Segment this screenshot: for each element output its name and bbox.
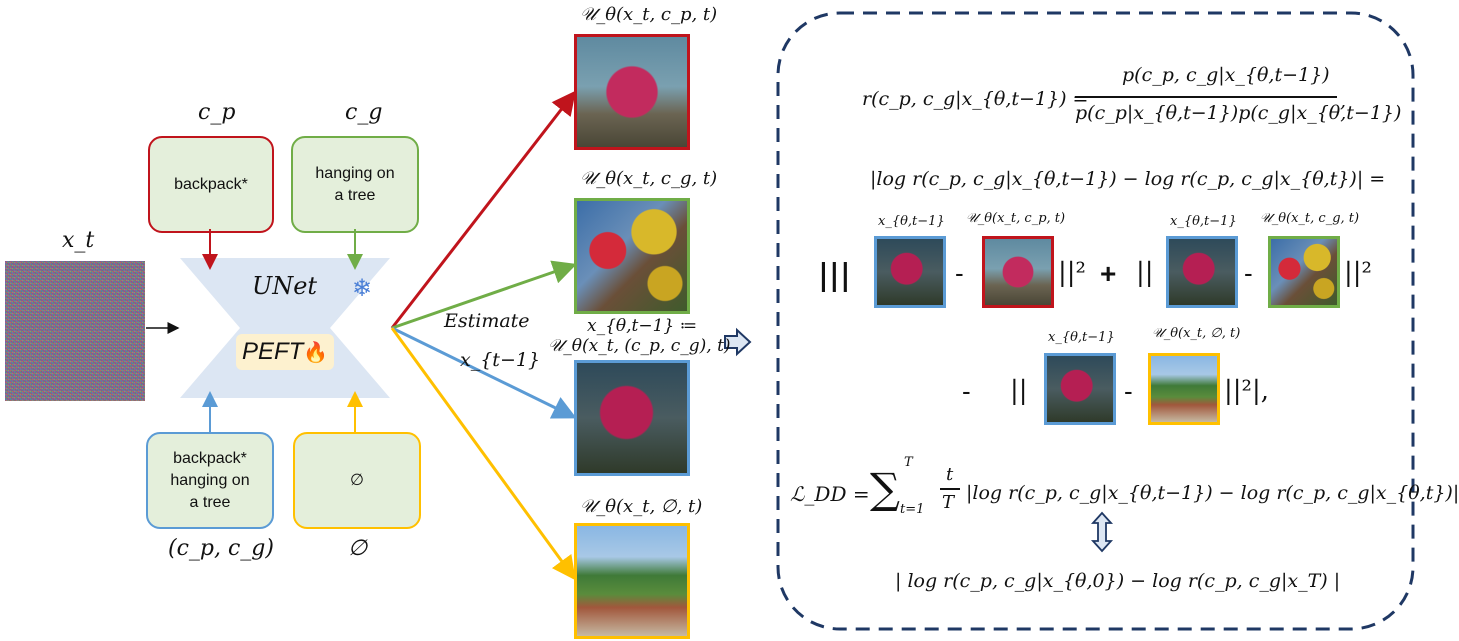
ratio-bar	[1075, 96, 1337, 98]
unet-title: UNet	[252, 272, 318, 300]
up-thumb	[982, 236, 1054, 308]
estimate-label: Estimate	[444, 310, 530, 332]
combined-output-image	[574, 360, 690, 476]
loss-frac-bar	[940, 488, 960, 490]
norm-close-1: ||²	[1058, 258, 1086, 288]
snowflake-icon: ❄	[352, 274, 373, 302]
backpack-output-image	[574, 34, 690, 150]
cond-p-label: c_p	[198, 100, 236, 125]
xtheta-thumb-2	[1166, 236, 1238, 308]
tree-box: hanging on a tree	[291, 136, 419, 233]
diff-line: |log r(c_p, c_g|x_{θ,t−1}) − log r(c_p, …	[870, 168, 1386, 190]
plus: +	[1100, 258, 1117, 289]
x-theta-expr: 𝒰_θ(x_t, (c_p, c_g), t)	[548, 336, 731, 356]
minus-1: -	[955, 258, 964, 288]
final-expression: | log r(c_p, c_g|x_{θ,0}) − log r(c_p, c…	[895, 570, 1341, 592]
minus-2: -	[1244, 258, 1253, 288]
norm-close-3: ||²|,	[1224, 376, 1269, 406]
x-theta-def: x_{θ,t−1} ≔	[587, 316, 698, 336]
loss-frac-den: T	[942, 492, 955, 513]
cond-null-label: ∅	[348, 536, 368, 561]
null-output-image	[574, 523, 690, 639]
cond-g-label: c_g	[345, 100, 383, 125]
norm-close-2: ||²	[1344, 258, 1372, 288]
loss-sum-top: T	[904, 455, 913, 470]
xtheta-label-1: x_{θ,t−1}	[878, 214, 945, 229]
loss-lhs: ℒ_DD =	[790, 482, 870, 506]
norm-open-2: ||	[1136, 258, 1154, 288]
ornament-output-image	[574, 198, 690, 314]
null-box: ∅	[293, 432, 421, 529]
combined-box: backpack* hanging on a tree	[146, 432, 274, 529]
norm-open-3: ||	[1010, 376, 1028, 406]
cond-pg-label: (c_p, c_g)	[168, 536, 274, 561]
equivalence-arrow	[1090, 511, 1114, 553]
minus-3: -	[962, 376, 971, 406]
estimate-var: x_{t−1}	[460, 349, 541, 371]
ug-thumb	[1268, 236, 1340, 308]
equation-panel	[776, 11, 1415, 631]
ratio-comma: ,	[1340, 90, 1347, 112]
unull-label: 𝒰_θ(x_t, ∅, t)	[580, 496, 703, 517]
up-label: 𝒰_θ(x_t, c_p, t)	[580, 4, 718, 25]
peft-badge: PEFT🔥	[236, 334, 335, 370]
noise-label: x_t	[62, 228, 95, 253]
ug-label-eq: 𝒰_θ(x_t, c_g, t)	[1260, 211, 1360, 226]
xtheta-label-3: x_{θ,t−1}	[1048, 330, 1115, 345]
diagram-lines	[146, 11, 1415, 631]
ratio-numerator: p(c_p, c_g|x_{θ,t−1})	[1122, 64, 1330, 86]
ug-label: 𝒰_θ(x_t, c_g, t)	[580, 168, 718, 189]
xtheta-label-2: x_{θ,t−1}	[1170, 214, 1237, 229]
up-label-eq: 𝒰_θ(x_t, c_p, t)	[966, 211, 1066, 226]
noise-image	[5, 261, 145, 401]
xtheta-thumb-3	[1044, 353, 1116, 425]
ratio-denominator: p(c_p|x_{θ,t−1})p(c_g|x_{θ,t−1})	[1075, 102, 1402, 124]
loss-frac-num: t	[946, 464, 954, 485]
xtheta-thumb-1	[874, 236, 946, 308]
norm-open-1: |||	[818, 258, 851, 293]
ratio-lhs: r(c_p, c_g|x_{θ,t−1}) =	[862, 88, 1089, 110]
unull-label-eq: 𝒰_θ(x_t, ∅, t)	[1152, 326, 1241, 341]
backpack-box: backpack*	[148, 136, 274, 233]
minus-4: -	[1124, 376, 1133, 406]
unet-shape	[180, 258, 390, 398]
unull-thumb	[1148, 353, 1220, 425]
fire-icon: 🔥	[303, 341, 329, 364]
loss-rhs: |log r(c_p, c_g|x_{θ,t−1}) − log r(c_p, …	[966, 482, 1459, 504]
to-panel-arrow	[724, 327, 752, 357]
loss-sum: ∑	[870, 464, 900, 513]
loss-sum-bottom: t=1	[900, 502, 925, 517]
